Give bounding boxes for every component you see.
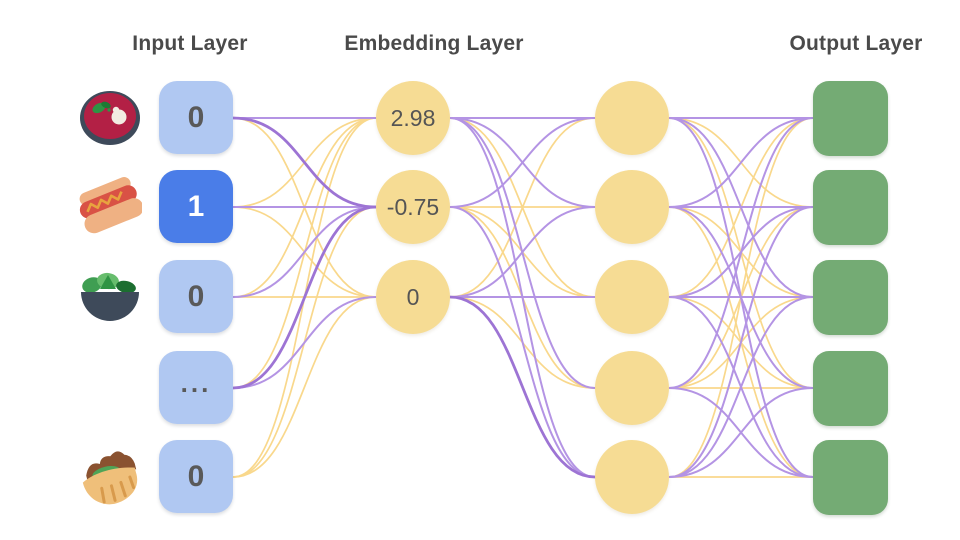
input-node-salad[interactable]: 0 [159, 260, 233, 333]
output-node-1[interactable] [813, 81, 888, 156]
hotdog-icon [78, 176, 144, 238]
hidden-node-1[interactable] [595, 81, 669, 155]
hidden-node-4[interactable] [595, 351, 669, 425]
input-value: 0 [187, 100, 205, 134]
hidden-node-3[interactable] [595, 260, 669, 334]
input-node-ellipsis[interactable]: ... [159, 351, 233, 424]
input-node-pita[interactable]: 0 [159, 440, 233, 513]
embedding-value: -0.75 [386, 193, 440, 220]
input-node-hotdog[interactable]: 1 [159, 170, 233, 243]
output-node-2[interactable] [813, 170, 888, 245]
input-node-borscht[interactable]: 0 [159, 81, 233, 154]
input-value: 0 [187, 279, 205, 313]
output-layer-title: Output Layer [789, 32, 923, 55]
output-node-5[interactable] [813, 440, 888, 515]
input-value: 0 [187, 459, 205, 493]
output-node-4[interactable] [813, 351, 888, 426]
embedding-layer-title: Embedding Layer [344, 32, 524, 55]
embedding-value: 2.98 [390, 104, 436, 131]
output-node-3[interactable] [813, 260, 888, 335]
pita-icon [78, 446, 142, 508]
borscht-bowl-icon [78, 87, 142, 149]
embedding-node-1[interactable]: 2.98 [376, 81, 450, 155]
embedding-node-2[interactable]: -0.75 [376, 170, 450, 244]
input-value: 1 [187, 189, 205, 223]
embedding-value: 0 [406, 283, 420, 310]
hidden-node-2[interactable] [595, 170, 669, 244]
hidden-node-5[interactable] [595, 440, 669, 514]
salad-bowl-icon [78, 266, 142, 328]
input-value: ... [180, 368, 212, 398]
input-layer-title: Input Layer [132, 32, 248, 55]
embedding-node-3[interactable]: 0 [376, 260, 450, 334]
